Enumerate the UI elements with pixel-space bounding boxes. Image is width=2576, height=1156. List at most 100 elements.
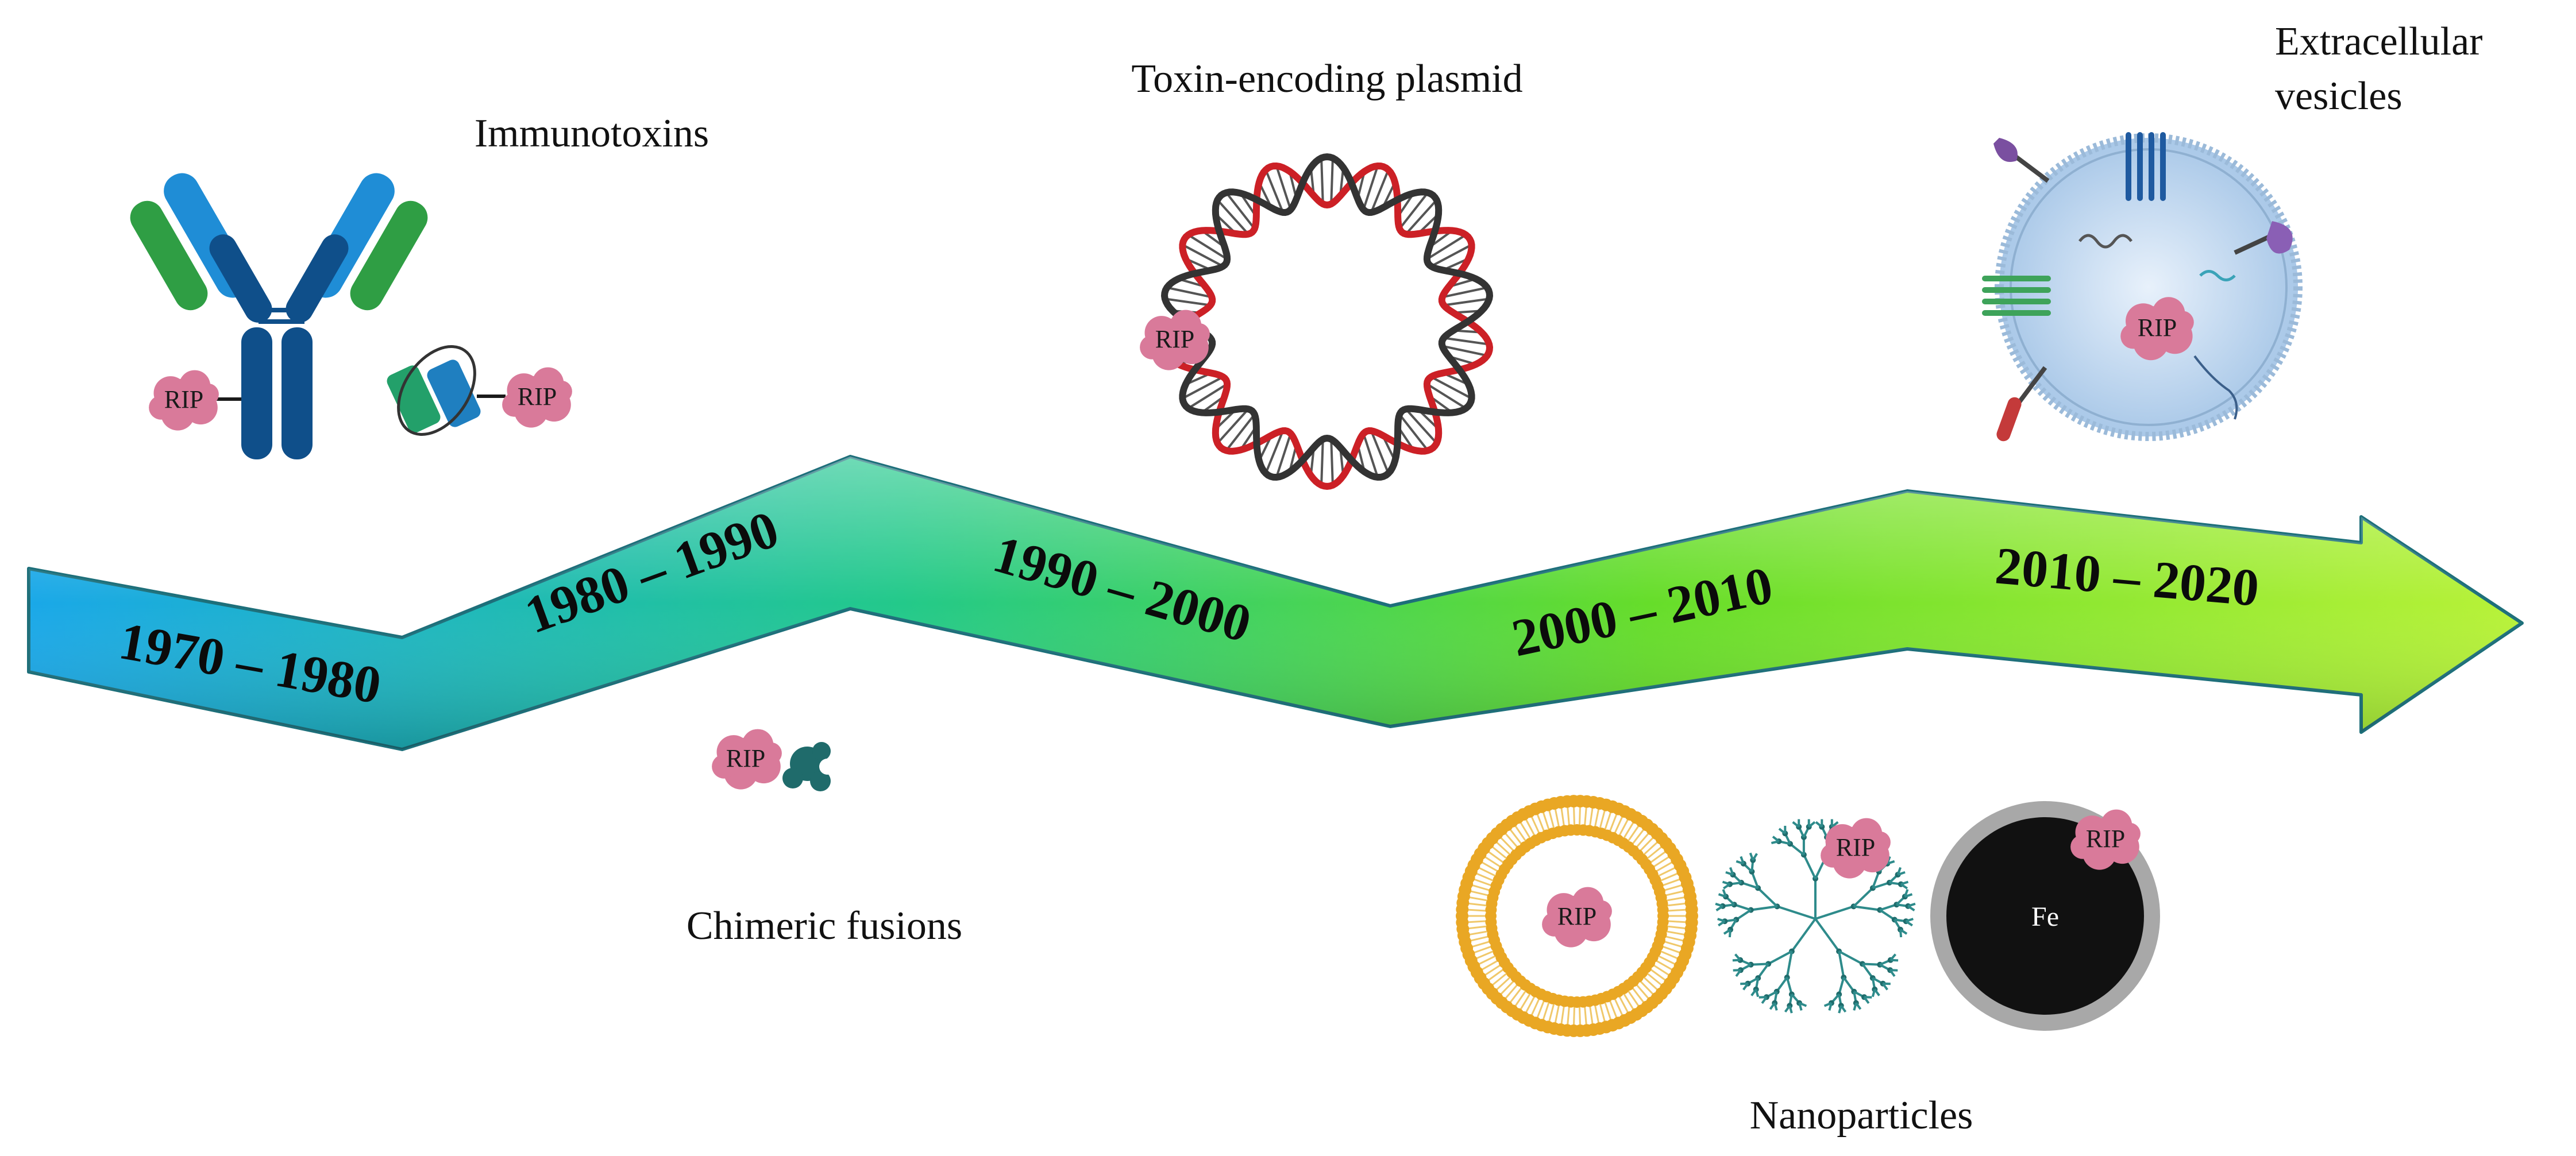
- lipid-tail: [1578, 804, 1582, 828]
- dendrimer-branch: [1722, 880, 1730, 886]
- liposome-icon: [1456, 795, 1698, 1037]
- rip-label: RIP: [2138, 314, 2177, 342]
- lipid-tail: [1665, 920, 1689, 923]
- dna-base-pair: [1166, 286, 1212, 299]
- lipid-tail: [1503, 983, 1520, 1002]
- dendrimer-branch: [1768, 950, 1792, 965]
- lipid-tail: [1473, 871, 1495, 883]
- lipid-tail: [1638, 979, 1656, 997]
- scfv-fragment-icon: [387, 345, 506, 436]
- dendrimer-branch: [1900, 883, 1908, 890]
- dna-base-pair: [1187, 234, 1228, 260]
- dna-base-pair: [1443, 337, 1490, 346]
- lipid-tail: [1529, 813, 1541, 836]
- dna-base-pair: [1320, 158, 1324, 204]
- dendrimer-branch: [1881, 983, 1888, 991]
- dendrimer-branch: [1741, 882, 1759, 890]
- dendrimer-branch: [1717, 918, 1725, 923]
- dendrimer-branch: [1776, 976, 1788, 992]
- dendrimer-branch: [1863, 996, 1870, 1004]
- rip-label: RIP: [1155, 325, 1194, 353]
- dendrimer-branch: [1871, 989, 1876, 998]
- lipid-tail: [1648, 967, 1668, 983]
- iron-label: Fe: [2031, 902, 2059, 932]
- lipid-head: [1685, 903, 1698, 916]
- dendrimer-branch: [1838, 977, 1845, 995]
- lipid-tail: [1507, 985, 1524, 1006]
- lipid-tail: [1665, 902, 1688, 907]
- lipid-tail: [1654, 958, 1675, 972]
- lipid-tail: [1645, 844, 1664, 861]
- lipid-tail: [1467, 935, 1491, 942]
- dendrimer-branch: [1750, 871, 1759, 889]
- lipid-tail: [1656, 865, 1678, 877]
- dna-base-pair: [1430, 243, 1472, 268]
- lipid-tail: [1630, 985, 1646, 1006]
- dendrimer-branch: [1784, 1005, 1791, 1013]
- dna-base-pair: [1362, 165, 1379, 210]
- fusion-partner-icon: [782, 742, 835, 791]
- lipid-tail: [1476, 954, 1498, 966]
- lipid-tail: [1665, 925, 1688, 930]
- lipid-tail: [1617, 994, 1630, 1016]
- lipid-tail: [1608, 811, 1619, 834]
- lipid-tail: [1513, 989, 1528, 1009]
- lipid-tail: [1494, 839, 1512, 857]
- lipid-tail: [1553, 806, 1560, 829]
- lipid-tail: [1626, 823, 1641, 843]
- lipid-tail: [1664, 930, 1688, 936]
- lipid-tail: [1603, 1000, 1613, 1023]
- lipid-tail: [1656, 954, 1678, 966]
- dendrimer-branch: [1838, 950, 1863, 965]
- lipid-tail: [1473, 949, 1495, 961]
- dendrimer-branch: [1757, 963, 1769, 979]
- lipid-tail: [1547, 807, 1556, 830]
- lipid-head: [1657, 904, 1669, 916]
- lipid-tail: [1588, 1004, 1594, 1027]
- lipid-tail: [1465, 908, 1488, 912]
- dendrimer-branch: [1740, 856, 1745, 864]
- lipid-tail: [1518, 991, 1532, 1012]
- dendrimer-branch: [1798, 1003, 1803, 1011]
- dendrimer-branch: [1907, 905, 1915, 911]
- rip-label: RIP: [518, 382, 557, 411]
- lipid-tail: [1665, 908, 1689, 912]
- dendrimer-branch: [1889, 969, 1896, 977]
- dna-base-pair: [1330, 439, 1334, 485]
- lipid-tail: [1507, 826, 1524, 846]
- dendrimer-branch: [1823, 1002, 1832, 1007]
- dna-base-pair: [1187, 383, 1228, 409]
- dendrimer-branch: [1831, 821, 1839, 828]
- lipid-tail: [1617, 816, 1630, 838]
- lipid-tail: [1642, 975, 1660, 993]
- lipid-tail: [1466, 930, 1490, 936]
- lipid-tail: [1638, 835, 1656, 853]
- dna-base-pair: [1405, 199, 1438, 235]
- dendrimer-branch: [1808, 821, 1816, 828]
- dna-base-pair: [1225, 413, 1256, 451]
- lipid-tail: [1494, 975, 1512, 993]
- dendrimer-branch: [1872, 871, 1880, 889]
- lipid-tail: [1547, 1002, 1556, 1024]
- lipid-tail: [1566, 1004, 1571, 1028]
- dna-base-pair: [1182, 376, 1224, 400]
- rip-label: RIP: [2086, 825, 2125, 853]
- lipid-tail: [1529, 996, 1541, 1019]
- dendrimer-branch: [1842, 976, 1855, 992]
- dna-base-pair: [1370, 169, 1390, 213]
- lipid-tail: [1651, 855, 1672, 869]
- lipid-tail: [1465, 920, 1488, 923]
- lipid-tail: [1613, 996, 1625, 1019]
- dna-base-pair: [1362, 433, 1379, 478]
- dendrimer-branch: [1803, 854, 1817, 879]
- lipid-tail: [1663, 890, 1687, 897]
- lipid-tail: [1651, 963, 1672, 977]
- lipid-tail: [1659, 949, 1681, 961]
- dendrimer-branch: [1786, 977, 1793, 995]
- dendrimer-branch: [1872, 882, 1890, 890]
- dna-base-pair: [1264, 430, 1285, 474]
- lipid-tail: [1594, 806, 1601, 829]
- lipid-tail: [1490, 844, 1509, 861]
- lipid-tail: [1524, 816, 1537, 838]
- dendrimer-branch: [1838, 951, 1845, 978]
